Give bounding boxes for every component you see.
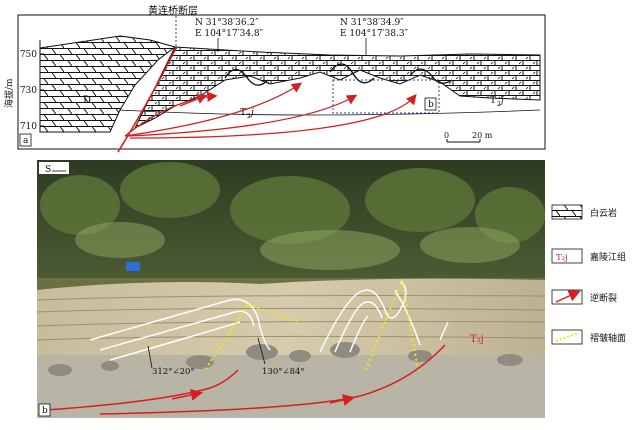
legend-thrust: 逆断裂 — [552, 290, 617, 304]
panel-b-label: b — [42, 406, 48, 416]
svg-text:白云岩: 白云岩 — [590, 207, 617, 219]
scale-bar: 0 20 m — [444, 131, 493, 142]
y-axis: 750 730 710 海拔/m — [3, 40, 44, 132]
y-axis-label: 海拔/m — [3, 78, 15, 108]
svg-text:T₂j: T₂j — [556, 253, 568, 263]
blue-sign — [126, 262, 140, 271]
box-b-label: b — [428, 100, 434, 110]
label-T2j-center: T 2 j — [240, 108, 254, 120]
gps1-lat: N 31°38′36.2″ — [195, 18, 259, 28]
legend: 白云岩 T₂j 嘉陵江组 逆断裂 褶皱轴面 — [552, 205, 626, 344]
measure-312: 312°∠20° — [152, 367, 195, 377]
svg-text:T: T — [490, 96, 496, 106]
dolomite-swatch — [552, 205, 582, 219]
label-D: D — [83, 95, 91, 106]
legend-jialingjiang: T₂j 嘉陵江组 — [552, 249, 626, 263]
gps1-lon: E 104°17′34.8″ — [195, 29, 264, 39]
panel-a-label: a — [23, 136, 29, 146]
measure-130: 130°∠84° — [262, 367, 305, 377]
direction-S: S — [45, 165, 51, 175]
scale-0: 0 — [444, 131, 449, 140]
strata-lower-boundary — [120, 110, 540, 115]
legend-dolomite: 白云岩 — [552, 205, 617, 219]
svg-text:褶皱轴面: 褶皱轴面 — [590, 332, 626, 344]
y-tick-750: 750 — [20, 50, 37, 60]
photo-T2j-label: T₂j — [470, 334, 484, 345]
y-tick-710: 710 — [20, 122, 37, 132]
scale-20: 20 m — [472, 131, 493, 140]
svg-text:逆断裂: 逆断裂 — [590, 292, 617, 304]
folded-dolomite-strata — [135, 47, 540, 128]
gps2-lon: E 104°17′38.3″ — [340, 29, 409, 39]
photo-panel: 312°∠20° 130°∠84° T₂j S b — [37, 160, 545, 418]
legend-fold-axis: 褶皱轴面 — [552, 330, 626, 344]
cross-section-panel: 750 730 710 海拔/m 黄连桥断层 N 31°38′36.2″ E 1… — [3, 4, 545, 152]
svg-text:嘉陵江组: 嘉陵江组 — [590, 251, 626, 263]
direction-box — [39, 162, 69, 174]
svg-text:T: T — [240, 108, 246, 118]
photo-location-box — [333, 80, 439, 113]
fold-axis-swatch — [552, 330, 582, 344]
gps2-lat: N 31°38′34.9″ — [340, 18, 404, 28]
y-tick-730: 730 — [20, 86, 37, 96]
fault-name-label: 黄连桥断层 — [148, 4, 198, 17]
